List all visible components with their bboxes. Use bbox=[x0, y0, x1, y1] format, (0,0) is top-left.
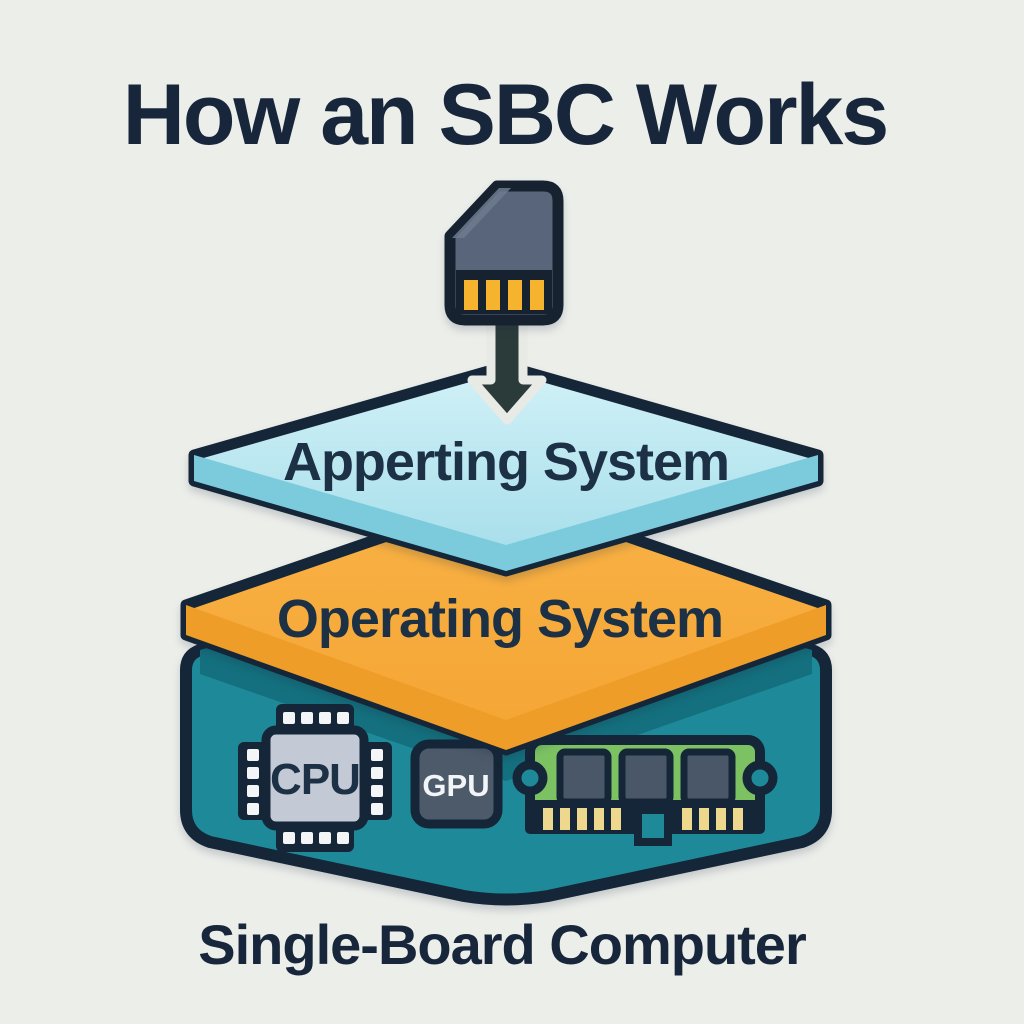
gpu-chip-icon: GPU bbox=[410, 739, 503, 829]
gpu-label: GPU bbox=[422, 768, 489, 803]
cpu-chip-body bbox=[261, 725, 369, 831]
app-layer-side-face bbox=[194, 455, 818, 571]
page-title: How an SBC Works bbox=[123, 67, 887, 163]
os-layer-side-face bbox=[186, 605, 826, 750]
ram-module-icon bbox=[512, 735, 778, 846]
os-layer-middle: Operating System bbox=[180, 489, 832, 756]
gpu-chip-body bbox=[410, 739, 503, 829]
app-layer-label: Apperting System bbox=[283, 432, 729, 492]
cpu-chip-icon: CPU bbox=[238, 704, 392, 852]
cpu-label: CPU bbox=[270, 755, 360, 804]
os-layer-label: Operating System bbox=[277, 589, 723, 649]
sd-card-icon bbox=[444, 180, 564, 326]
app-layer-top: Apperting System bbox=[188, 360, 824, 577]
caption: Single-Board Computer bbox=[198, 913, 806, 976]
